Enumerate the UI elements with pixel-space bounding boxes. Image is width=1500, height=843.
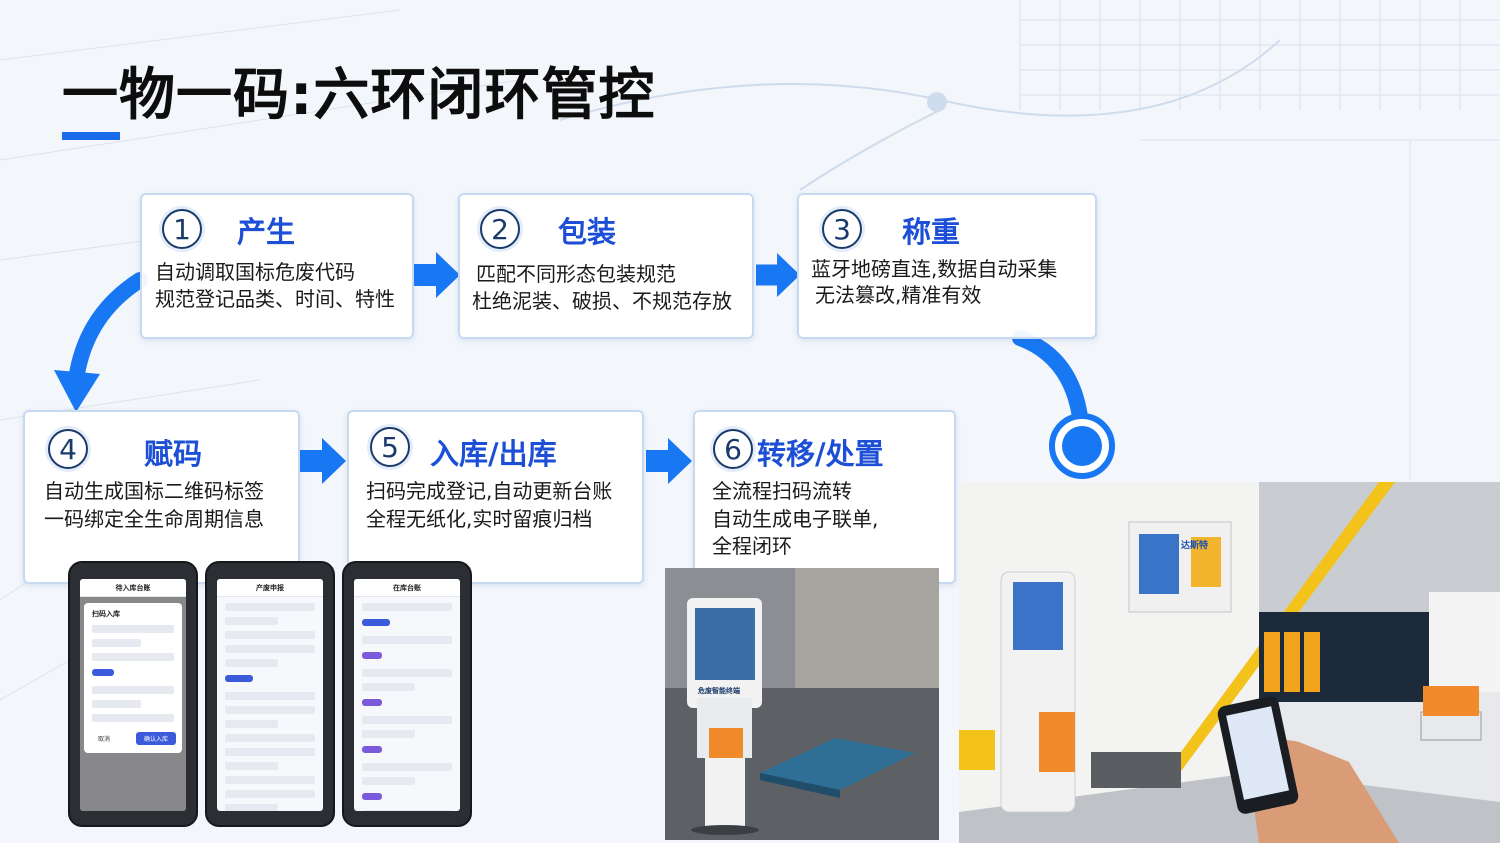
flow-arc-left — [54, 272, 148, 412]
step-desc-4-line-1: 自动生成国标二维码标签 — [44, 479, 264, 503]
phone-mockup-2: 产废申报 — [205, 561, 335, 827]
phone-screen-1: 待入库台账 扫码入库 取消 确认入库 — [80, 579, 186, 811]
step-desc-6-line-1: 全流程扫码流转 — [712, 479, 852, 503]
step-number-1: 1 — [162, 209, 202, 249]
terminal-label: 危废智能终端 — [698, 687, 740, 695]
step-title-1: 产生 — [237, 215, 296, 249]
step-number-6: 6 — [713, 429, 753, 469]
step-desc-3-line-2: 无法篡改,精准有效 — [815, 283, 982, 307]
step-desc-6-line-2: 自动生成电子联单, — [712, 507, 879, 531]
step-title-6: 转移/处置 — [757, 437, 884, 471]
phone-screen-2: 产废申报 — [217, 579, 323, 811]
step-number-2: 2 — [480, 209, 520, 249]
step-desc-2-line-1: 匹配不同形态包装规范 — [476, 262, 676, 286]
phone-mockup-1: 待入库台账 扫码入库 取消 确认入库 — [68, 561, 198, 827]
step-number-5: 5 — [370, 427, 410, 467]
confirm-button[interactable]: 确认入库 — [135, 732, 176, 745]
step-desc-5-line-2: 全程无纸化,实时留痕归档 — [366, 507, 593, 531]
page-title: 一物一码:六环闭环管控 — [62, 63, 656, 128]
step-desc-2-line-2: 杜绝泥装、破损、不规范存放 — [472, 289, 732, 313]
arrow-right-icon — [414, 252, 460, 298]
wall-brand-label: 达斯特 — [1181, 541, 1209, 551]
step-desc-5-line-1: 扫码完成登记,自动更新台账 — [366, 479, 613, 503]
phone-screen-3: 在库台账 — [354, 579, 460, 811]
step-title-3: 称重 — [902, 215, 961, 249]
dialog-title: 扫码入库 — [92, 610, 120, 618]
flow-arc-right — [1012, 330, 1115, 479]
step-number-3: 3 — [822, 209, 862, 249]
arrow-right-icon — [646, 438, 692, 484]
step-number-4: 4 — [48, 429, 88, 469]
warehouse-illustration — [959, 482, 1500, 843]
step-desc-4-line-2: 一码绑定全生命周期信息 — [44, 507, 264, 531]
phone-header-1: 待入库台账 — [80, 579, 186, 597]
step-title-2: 包装 — [558, 215, 617, 249]
step-title-5: 入库/出库 — [430, 437, 557, 471]
step-desc-1-line-1: 自动调取国标危废代码 — [155, 260, 355, 284]
terminal-scale-photo: 危废智能终端 — [665, 568, 939, 840]
arrow-right-icon — [300, 438, 346, 484]
step-desc-6-line-3: 全程闭环 — [712, 534, 792, 558]
cancel-button[interactable]: 取消 — [98, 736, 111, 743]
step-title-4: 赋码 — [144, 437, 203, 471]
phone-header-3: 在库台账 — [354, 579, 460, 597]
step-desc-1-line-2: 规范登记品类、时间、特性 — [155, 287, 395, 311]
step-desc-3-line-1: 蓝牙地磅直连,数据自动采集 — [811, 257, 1058, 281]
phone-header-2: 产废申报 — [217, 579, 323, 597]
title-underline — [62, 132, 120, 140]
arrow-right-icon — [756, 253, 800, 297]
phone-mockup-3: 在库台账 — [342, 561, 472, 827]
terminal-scale-illustration — [665, 568, 939, 840]
warehouse-photo: 达斯特 — [959, 482, 1500, 843]
